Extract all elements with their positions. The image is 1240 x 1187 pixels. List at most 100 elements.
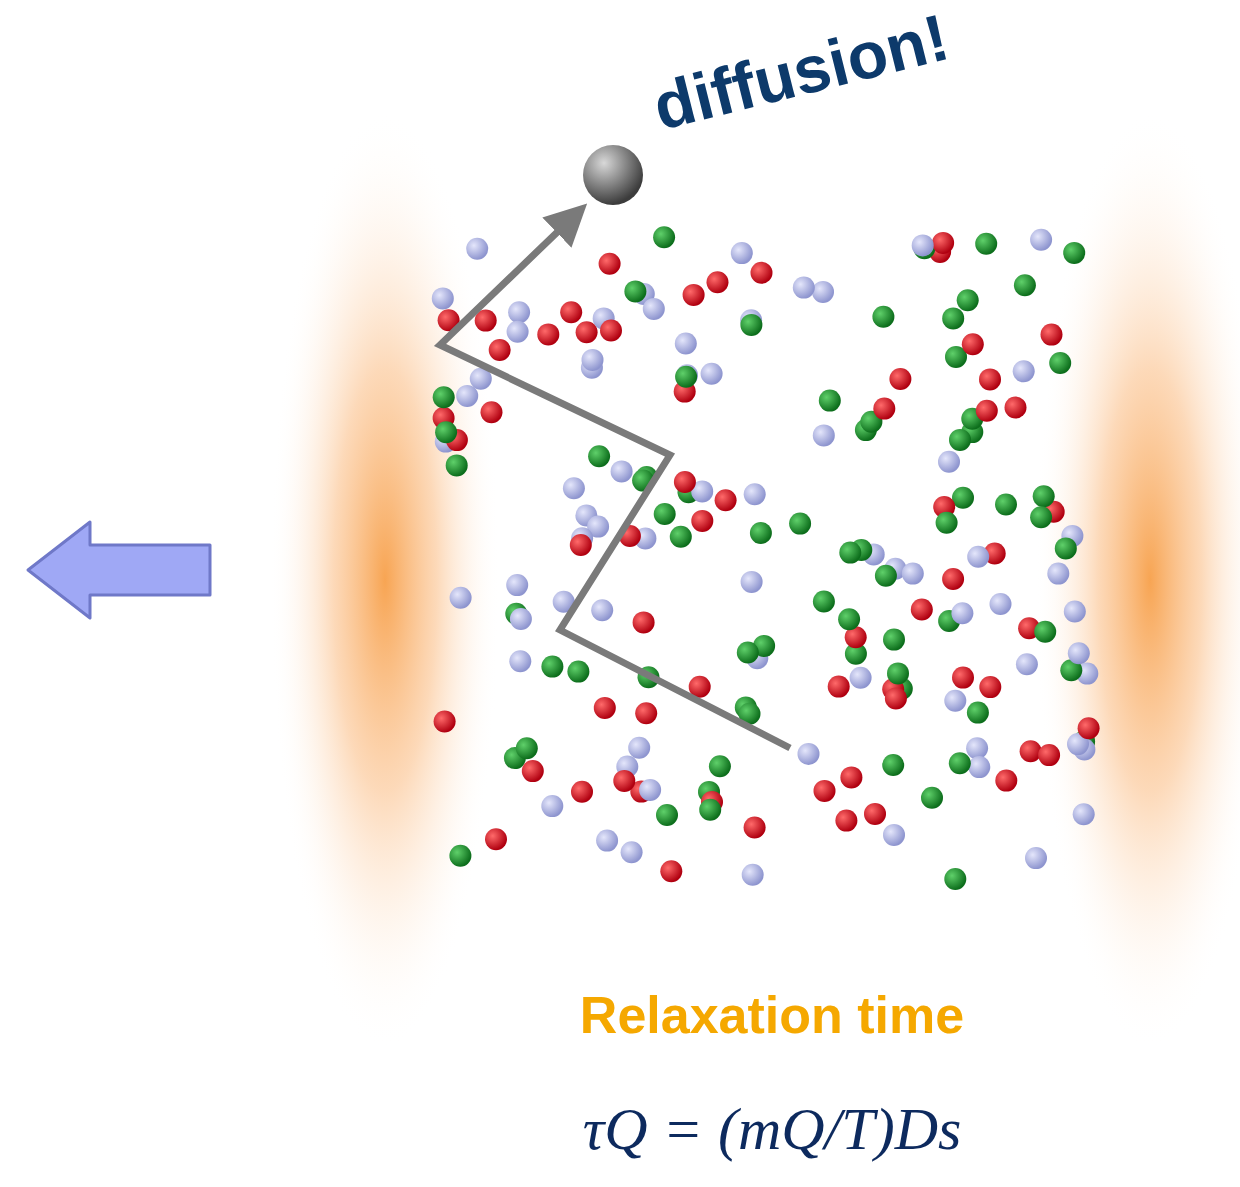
parton <box>889 368 911 390</box>
parton <box>434 711 456 733</box>
parton <box>450 587 472 609</box>
parton <box>656 804 678 826</box>
parton <box>691 510 713 532</box>
parton <box>995 770 1017 792</box>
parton <box>588 445 610 467</box>
parton <box>560 301 582 323</box>
parton <box>449 845 471 867</box>
parton <box>643 298 665 320</box>
parton <box>1030 506 1052 528</box>
parton <box>944 868 966 890</box>
parton <box>744 483 766 505</box>
parton <box>936 512 958 534</box>
parton <box>466 238 488 260</box>
formula: τQ = (mQ/T)Ds <box>583 1095 962 1164</box>
diffusion-label: diffusion! <box>646 0 956 145</box>
parton <box>591 599 613 621</box>
parton <box>1013 360 1035 382</box>
parton <box>949 429 971 451</box>
parton <box>633 611 655 633</box>
parton <box>742 864 764 886</box>
parton <box>516 737 538 759</box>
parton <box>675 366 697 388</box>
parton <box>873 398 895 420</box>
parton <box>1030 229 1052 251</box>
parton <box>995 494 1017 516</box>
parton <box>599 253 621 275</box>
parton <box>432 287 454 309</box>
parton <box>740 314 762 336</box>
parton <box>563 477 585 499</box>
parton <box>715 489 737 511</box>
parton <box>750 522 772 544</box>
parton <box>1014 274 1036 296</box>
parton <box>600 320 622 342</box>
parton <box>635 702 657 724</box>
parton <box>675 333 697 355</box>
heavy-quark <box>583 145 643 205</box>
parton <box>850 667 872 689</box>
parton <box>1033 485 1055 507</box>
parton <box>506 574 528 596</box>
parton <box>674 471 696 493</box>
parton <box>751 262 773 284</box>
parton <box>433 386 455 408</box>
parton <box>883 629 905 651</box>
parton <box>582 349 604 371</box>
parton <box>885 687 907 709</box>
parton <box>1047 563 1069 585</box>
parton <box>481 401 503 423</box>
parton <box>1041 324 1063 346</box>
parton <box>541 795 563 817</box>
parton <box>489 339 511 361</box>
parton <box>653 226 675 248</box>
parton <box>864 803 886 825</box>
parton <box>1063 242 1085 264</box>
parton <box>596 830 618 852</box>
parton <box>975 233 997 255</box>
motion-arrow <box>28 522 210 618</box>
parton <box>683 284 705 306</box>
glow-band <box>1035 110 1240 1050</box>
glow-band <box>270 110 500 1050</box>
parton <box>968 756 990 778</box>
parton <box>967 702 989 724</box>
parton <box>1073 803 1095 825</box>
parton <box>509 650 531 672</box>
parton <box>944 690 966 712</box>
parton <box>976 400 998 422</box>
parton <box>882 754 904 776</box>
parton <box>456 385 478 407</box>
parton <box>840 766 862 788</box>
parton <box>883 824 905 846</box>
parton <box>828 676 850 698</box>
parton <box>701 363 723 385</box>
parton <box>967 546 989 568</box>
parton <box>624 280 646 302</box>
parton <box>1055 537 1077 559</box>
parton <box>990 593 1012 615</box>
parton <box>1068 642 1090 664</box>
parton <box>576 321 598 343</box>
parton <box>613 770 635 792</box>
parton <box>813 591 835 613</box>
parton <box>1049 352 1071 374</box>
parton <box>952 487 974 509</box>
parton <box>541 656 563 678</box>
parton <box>1005 397 1027 419</box>
parton <box>872 306 894 328</box>
parton <box>813 424 835 446</box>
parton <box>510 608 532 630</box>
parton <box>522 760 544 782</box>
parton <box>571 781 593 803</box>
parton <box>639 779 661 801</box>
parton <box>744 817 766 839</box>
parton <box>875 565 897 587</box>
parton <box>435 421 457 443</box>
parton <box>911 599 933 621</box>
parton <box>798 743 820 765</box>
parton <box>962 333 984 355</box>
parton <box>1034 621 1056 643</box>
parton <box>1064 601 1086 623</box>
parton <box>1016 653 1038 675</box>
